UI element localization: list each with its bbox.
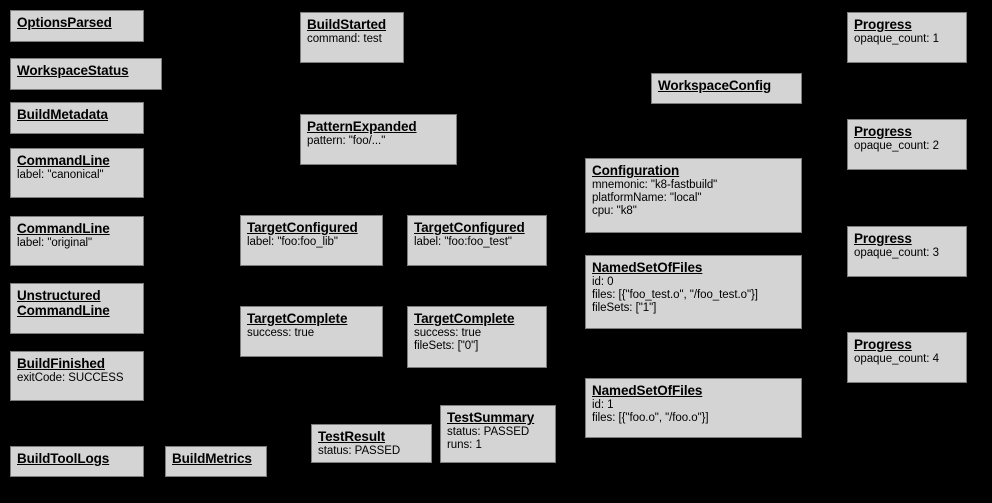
event-node-fields: label: "original"	[17, 237, 137, 250]
event-node-title: BuildToolLogs	[17, 451, 110, 466]
event-node-title: BuildStarted	[307, 17, 387, 32]
event-node-fields: status: PASSED	[318, 445, 425, 458]
event-node-title: Configuration	[592, 163, 680, 178]
event-node-field: success: true	[414, 327, 482, 340]
event-node-title: Progress	[854, 17, 912, 32]
event-node-title: Progress	[854, 231, 912, 246]
event-node-title: CommandLine	[17, 221, 110, 236]
event-node-title: BuildMetrics	[172, 451, 252, 466]
event-node-field: id: 0	[592, 276, 614, 289]
event-node-fields: command: test	[307, 33, 397, 46]
event-node-unstructured-command-line[interactable]: Unstructured CommandLine	[10, 283, 144, 334]
event-node-title: NamedSetOfFiles	[592, 260, 703, 275]
event-node-title: BuildMetadata	[17, 107, 108, 122]
event-node-title: PatternExpanded	[307, 119, 417, 134]
event-node-field: opaque_count: 1	[854, 33, 939, 46]
event-node-field: label: "original"	[17, 237, 93, 250]
event-node-field: cpu: "k8"	[592, 204, 637, 217]
event-node-build-metadata[interactable]: BuildMetadata	[10, 102, 144, 134]
event-node-field: files: [{"foo.o", "/foo.o"}]	[592, 411, 709, 424]
event-node-options-parsed[interactable]: OptionsParsed	[10, 10, 144, 42]
event-node-workspace-status[interactable]: WorkspaceStatus	[10, 58, 162, 90]
event-node-field: mnemonic: "k8-fastbuild"	[592, 179, 718, 192]
event-node-fields: success: true	[247, 327, 376, 340]
event-node-fields: pattern: "foo/..."	[307, 135, 450, 148]
event-node-field: label: "foo:foo_test"	[414, 236, 512, 249]
event-node-title: BuildFinished	[17, 356, 105, 371]
event-node-title: WorkspaceStatus	[17, 63, 129, 78]
event-node-field: status: PASSED	[318, 445, 401, 458]
event-node-title: TargetComplete	[247, 311, 348, 326]
event-node-title: WorkspaceConfig	[658, 78, 772, 93]
event-node-field: exitCode: SUCCESS	[17, 372, 124, 385]
event-node-fields: opaque_count: 4	[854, 353, 960, 366]
event-node-field: opaque_count: 2	[854, 140, 939, 153]
event-node-fields: mnemonic: "k8-fastbuild"platformName: "l…	[592, 179, 795, 218]
event-node-fields: label: "canonical"	[17, 169, 137, 182]
event-node-workspace-config[interactable]: WorkspaceConfig	[651, 73, 802, 104]
event-node-field: opaque_count: 3	[854, 247, 939, 260]
event-node-build-tool-logs[interactable]: BuildToolLogs	[10, 446, 144, 477]
event-node-field: label: "foo:foo_lib"	[247, 236, 338, 249]
event-node-field: status: PASSED	[447, 426, 530, 439]
event-node-field: command: test	[307, 33, 382, 46]
event-node-fields: opaque_count: 2	[854, 140, 960, 153]
event-node-field: success: true	[247, 327, 315, 340]
event-node-title: Progress	[854, 124, 912, 139]
event-node-fields: opaque_count: 3	[854, 247, 960, 260]
event-node-title: TestResult	[318, 429, 386, 444]
event-node-title: CommandLine	[17, 153, 110, 168]
event-node-fields: opaque_count: 1	[854, 33, 960, 46]
event-node-title: TargetComplete	[414, 311, 515, 326]
event-node-title: TestSummary	[447, 410, 535, 425]
event-node-title: OptionsParsed	[17, 15, 112, 30]
event-node-title: TargetConfigured	[247, 220, 358, 235]
event-node-field: label: "canonical"	[17, 169, 104, 182]
event-node-field: files: [{"foo_test.o", "/foo_test.o"}]	[592, 288, 758, 301]
event-node-field: runs: 1	[447, 438, 482, 451]
event-node-field: fileSets: ["0"]	[414, 339, 479, 352]
event-node-title: NamedSetOfFiles	[592, 383, 703, 398]
event-node-field: pattern: "foo/..."	[307, 135, 386, 148]
event-node-build-metrics[interactable]: BuildMetrics	[165, 446, 267, 477]
event-node-field: opaque_count: 4	[854, 353, 939, 366]
event-node-title: Unstructured CommandLine	[17, 288, 110, 319]
event-node-fields: label: "foo:foo_test"	[414, 236, 540, 249]
event-node-field: platformName: "local"	[592, 191, 702, 204]
event-node-field: fileSets: ["1"]	[592, 301, 657, 314]
event-node-fields: label: "foo:foo_lib"	[247, 236, 376, 249]
event-node-title: Progress	[854, 337, 912, 352]
event-node-field: id: 1	[592, 399, 614, 412]
event-node-fields: exitCode: SUCCESS	[17, 372, 137, 385]
event-node-title: TargetConfigured	[414, 220, 525, 235]
